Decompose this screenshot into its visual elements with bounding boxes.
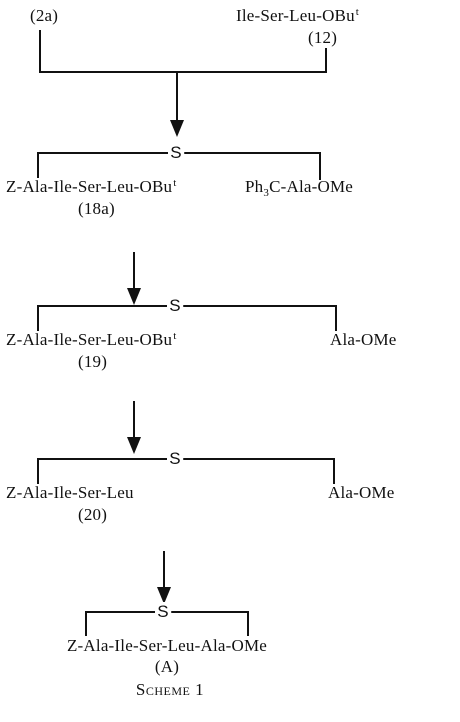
compound-19-number: (19) — [78, 352, 108, 371]
arrow-4-head — [157, 587, 171, 604]
product-formula: Z-Ala-Ile-Ser-Leu-Ala-OMe — [66, 636, 268, 655]
step2-sulfur-atom: S — [167, 296, 183, 315]
compound-12-formula: Ile-Ser-Leu-OBut — [236, 6, 360, 25]
step1-sulfur-atom: S — [168, 143, 184, 162]
product-sulfur-atom: S — [155, 602, 171, 621]
compound-19-formula: Z-Ala-Ile-Ser-Leu-OBut — [6, 330, 177, 349]
arrow-2-head — [127, 288, 141, 305]
product-label: (A) — [154, 657, 180, 676]
compound-18a-number: (18a) — [78, 199, 115, 218]
step3-sulfide-bracket — [37, 458, 335, 484]
step3-sulfur-atom: S — [167, 449, 183, 468]
compound-20-formula: Z-Ala-Ile-Ser-Leu — [6, 483, 134, 502]
step1-sulfide-bracket — [37, 152, 321, 180]
compound-20-number: (20) — [78, 505, 108, 524]
arrow-3-head — [127, 437, 141, 454]
step3-ala-ome-formula: Ala-OMe — [328, 483, 395, 502]
compound-2a-label: (2a) — [30, 6, 59, 25]
product-sulfide-bracket — [85, 611, 249, 636]
step2-ala-ome-formula: Ala-OMe — [330, 330, 397, 349]
scheme-caption: Scheme 1 — [135, 680, 205, 699]
trityl-ala-ome-formula: Ph3C-Ala-OMe — [245, 177, 354, 199]
arrow-1-head — [170, 120, 184, 137]
top-bracket — [39, 30, 327, 73]
compound-18a-formula: Z-Ala-Ile-Ser-Leu-OBut — [6, 177, 177, 196]
compound-12-number: (12) — [308, 28, 338, 47]
step2-sulfide-bracket — [37, 305, 337, 331]
